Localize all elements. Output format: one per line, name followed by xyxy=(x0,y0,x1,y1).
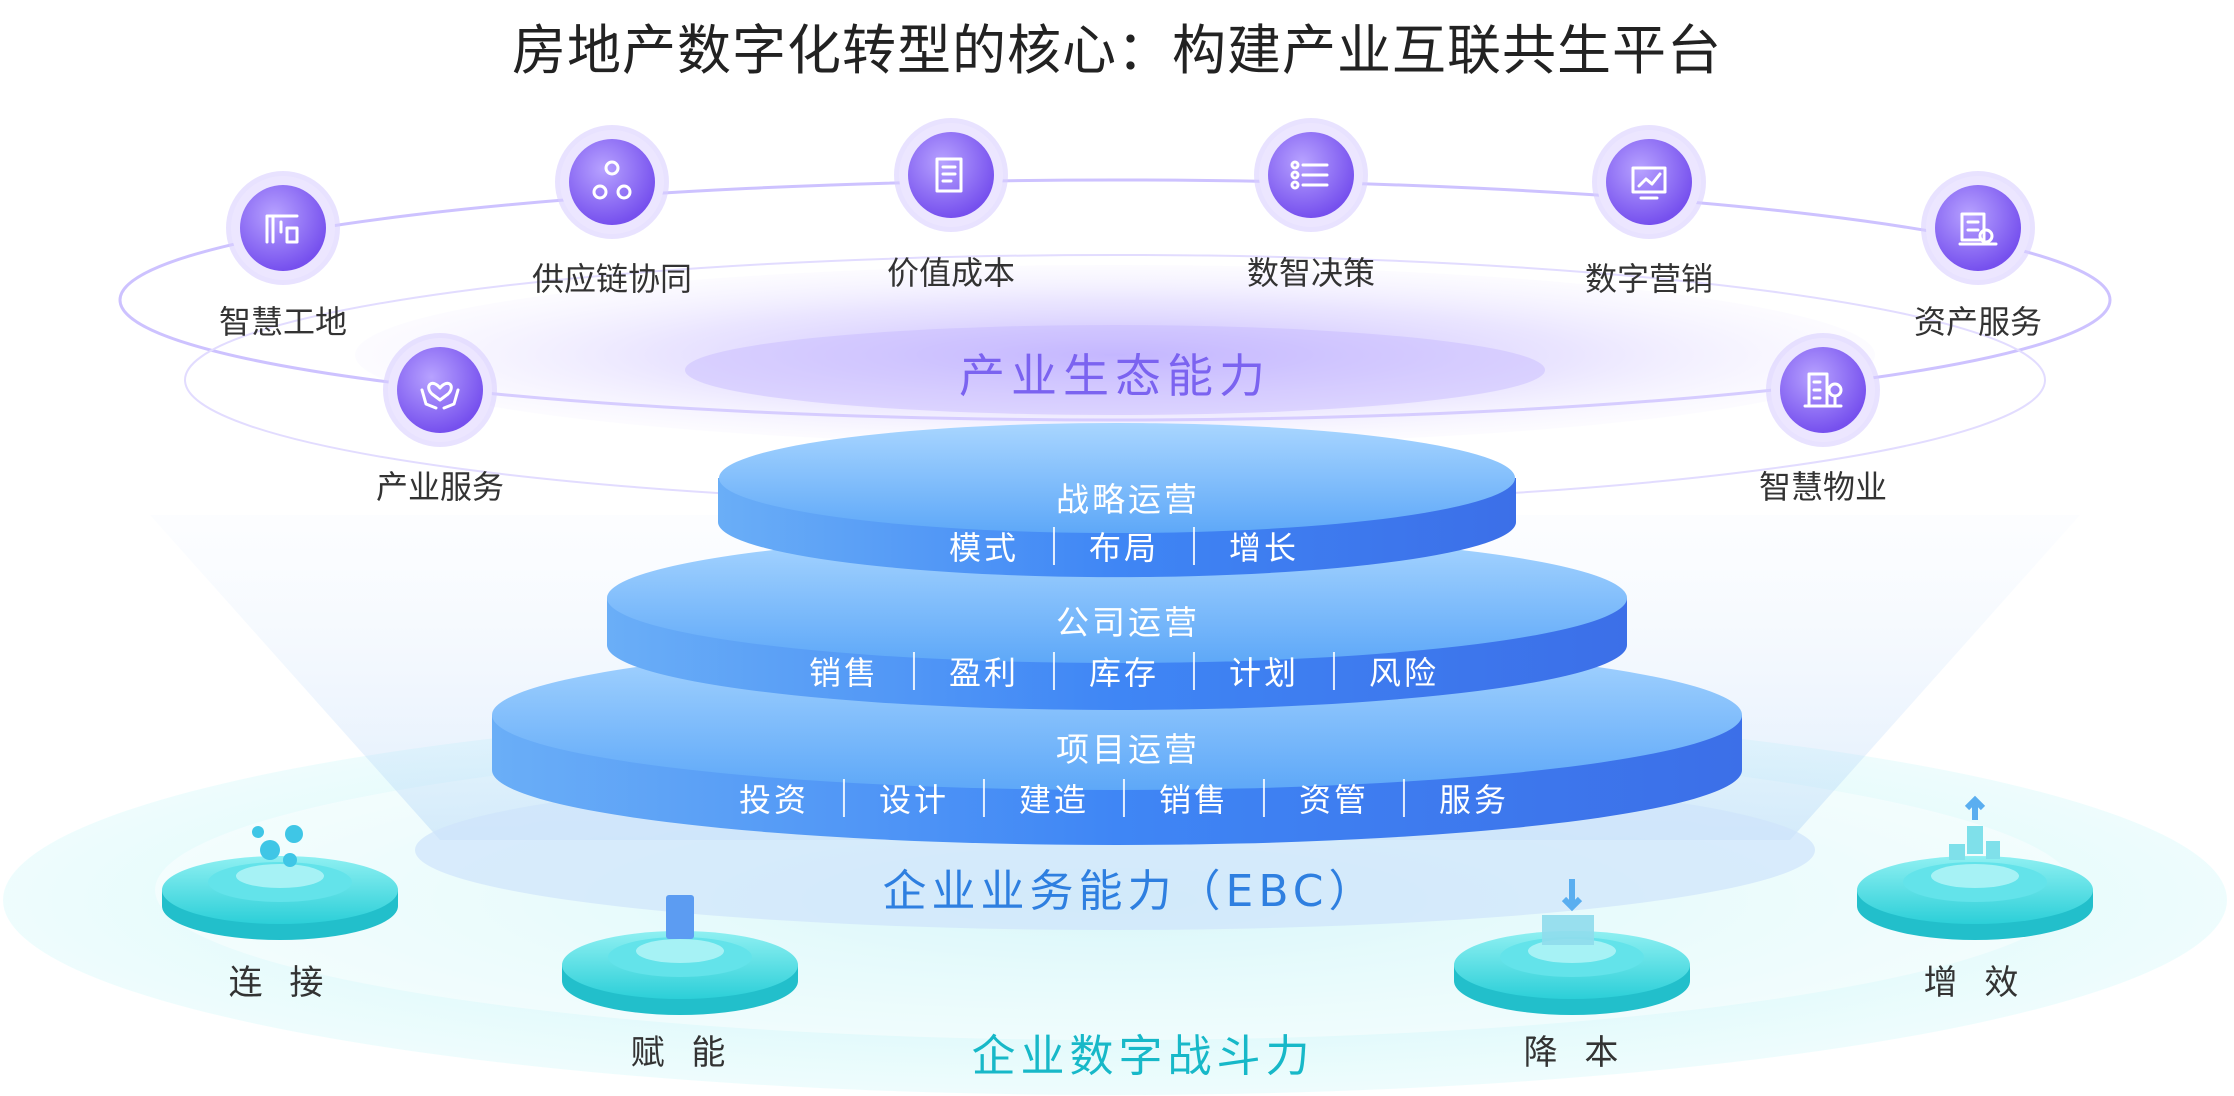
ebc-label: 企业业务能力（EBC） xyxy=(883,855,1378,919)
eco-label-supply-chain: 供应链协同 xyxy=(532,254,692,300)
crane-icon xyxy=(226,171,340,285)
pillar-label-cost-reduction: 降 本 xyxy=(1524,1025,1627,1074)
tier-item: 建造 xyxy=(985,775,1123,821)
decision-list-icon xyxy=(1254,118,1368,232)
tier-items-project: 投资 设计 建造 销售 资管 服务 xyxy=(705,775,1543,821)
hands-heart-icon xyxy=(383,333,497,447)
tier-items-strategy: 模式 布局 增长 xyxy=(915,523,1333,569)
pillar-label-connect: 连 接 xyxy=(229,955,332,1004)
eco-label-smart-property: 智慧物业 xyxy=(1759,462,1887,508)
asset-gear-icon xyxy=(1921,171,2035,285)
pillar-label-empower: 赋 能 xyxy=(631,1025,734,1074)
tier-item: 盈利 xyxy=(915,648,1053,694)
tier-items-company: 销售 盈利 库存 计划 风险 xyxy=(775,648,1473,694)
tier-item: 库存 xyxy=(1055,648,1193,694)
page-title: 房地产数字化转型的核心：构建产业互联共生平台 xyxy=(0,6,2234,85)
network-icon xyxy=(555,125,669,239)
eco-label-decision: 数智决策 xyxy=(1247,248,1375,294)
tier-item: 资管 xyxy=(1265,775,1403,821)
building-tree-icon xyxy=(1766,333,1880,447)
eco-label-asset-service: 资产服务 xyxy=(1914,297,2042,343)
cost-sheet-icon xyxy=(894,118,1008,232)
tier-item: 布局 xyxy=(1055,523,1193,569)
tier-item: 销售 xyxy=(1125,775,1263,821)
tier-title-project: 项目运营 xyxy=(1056,723,1200,771)
tier-item: 服务 xyxy=(1405,775,1543,821)
document-icon xyxy=(666,895,694,939)
tier-item: 模式 xyxy=(915,523,1053,569)
tier-title-company: 公司运营 xyxy=(1056,596,1200,644)
eco-capability-label: 产业生态能力 xyxy=(959,340,1271,406)
tier-item: 投资 xyxy=(705,775,843,821)
eco-label-value-cost: 价值成本 xyxy=(887,248,1015,294)
eco-label-industry-service: 产业服务 xyxy=(376,462,504,508)
tier-item: 设计 xyxy=(845,775,983,821)
eco-label-smart-site: 智慧工地 xyxy=(219,297,347,343)
tier-item: 增长 xyxy=(1195,523,1333,569)
pillar-label-efficiency: 增 效 xyxy=(1924,955,2027,1004)
tier-item: 销售 xyxy=(775,648,913,694)
tier-item: 计划 xyxy=(1195,648,1333,694)
tier-title-strategy: 战略运营 xyxy=(1056,473,1200,521)
trend-chart-icon xyxy=(1592,125,1706,239)
digital-capability-label: 企业数字战斗力 xyxy=(972,1020,1315,1084)
tier-item: 风险 xyxy=(1335,648,1473,694)
eco-label-marketing: 数字营销 xyxy=(1585,254,1713,300)
